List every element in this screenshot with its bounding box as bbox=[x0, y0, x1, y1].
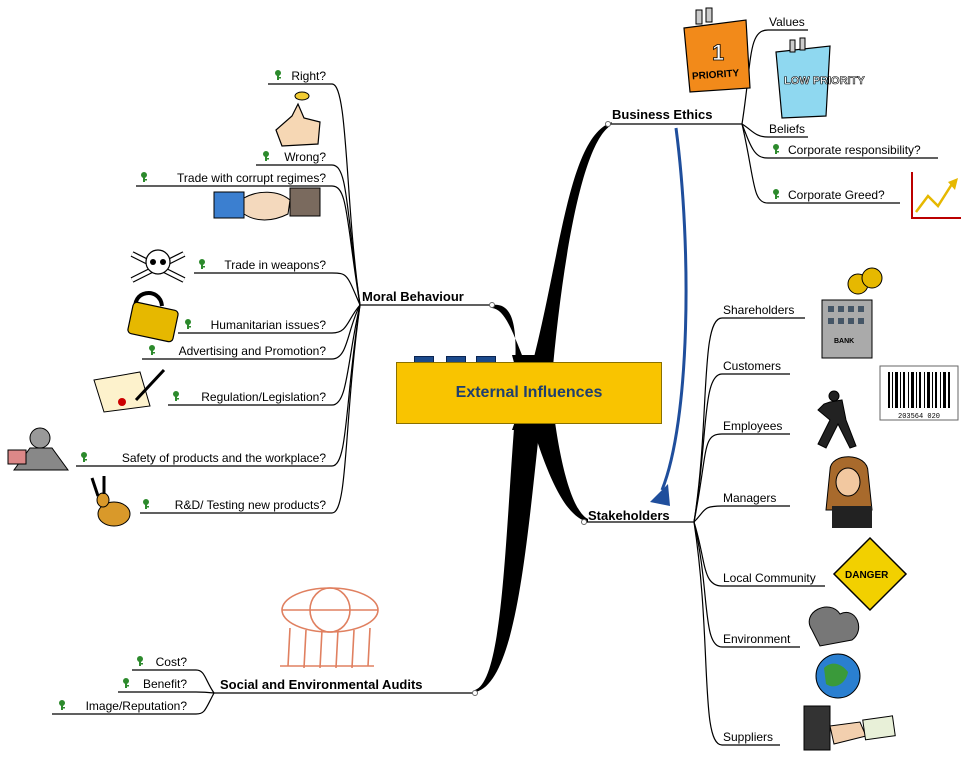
audits-lines bbox=[52, 669, 475, 715]
low-priority-sign-icon: LOW PRIORITY bbox=[775, 37, 866, 119]
rabbit-icon bbox=[90, 476, 131, 527]
people-holding-globe-icon bbox=[280, 587, 379, 669]
subtopic-employees[interactable]: Employees bbox=[723, 419, 783, 433]
subtopic-trade-corrupt-regimes[interactable]: Trade with corrupt regimes? bbox=[177, 171, 326, 185]
subtopic-corporate-responsibility[interactable]: Corporate responsibility? bbox=[788, 143, 921, 157]
thumbs-up-coin-icon bbox=[275, 91, 321, 147]
trunk-business-ethics bbox=[512, 122, 612, 430]
subtopic-regulation-legislation[interactable]: Regulation/Legislation? bbox=[201, 390, 326, 404]
branch-moral-behaviour[interactable]: Moral Behaviour bbox=[362, 289, 464, 304]
contract-pen-icon bbox=[93, 368, 166, 413]
branch-social-environmental-audits[interactable]: Social and Environmental Audits bbox=[220, 677, 423, 692]
priority-sign-text: PRIORITY bbox=[692, 68, 740, 82]
subtopic-environment[interactable]: Environment bbox=[723, 632, 791, 646]
subtopic-beliefs[interactable]: Beliefs bbox=[769, 122, 806, 136]
skull-crossbones-icon bbox=[130, 249, 186, 283]
running-man-icon bbox=[817, 390, 857, 449]
junction-dots bbox=[472, 121, 611, 696]
svg-text:1: 1 bbox=[712, 40, 724, 65]
handshake-icon bbox=[213, 187, 321, 221]
central-topic[interactable]: External Influences bbox=[396, 362, 662, 424]
subtopic-cost[interactable]: Cost? bbox=[155, 655, 187, 669]
subtopic-customers[interactable]: Customers bbox=[723, 359, 782, 373]
relationship-arrow[interactable] bbox=[660, 127, 688, 491]
padlock-icon bbox=[127, 291, 179, 343]
subtopic-safety-products-workplace[interactable]: Safety of products and the workplace? bbox=[121, 451, 326, 465]
subtopic-local-community[interactable]: Local Community bbox=[723, 571, 816, 585]
subtopic-right[interactable]: Right? bbox=[291, 69, 326, 83]
polluted-earth-icon bbox=[808, 606, 861, 699]
danger-sign-text: DANGER bbox=[845, 570, 889, 581]
subtopic-advertising-promotion[interactable]: Advertising and Promotion? bbox=[178, 344, 326, 358]
subtopic-rd-testing[interactable]: R&D/ Testing new products? bbox=[174, 498, 326, 512]
stakeholders-lines bbox=[584, 317, 825, 746]
low-priority-sign-text: LOW PRIORITY bbox=[784, 75, 865, 87]
hazmat-worker-icon bbox=[7, 427, 69, 471]
priority-1-sign-icon: 1 PRIORITY bbox=[683, 7, 751, 93]
branch-business-ethics[interactable]: Business Ethics bbox=[612, 107, 713, 122]
bank-sign-text: BANK bbox=[834, 338, 854, 345]
business-ethics-lines bbox=[608, 29, 938, 204]
moral-behaviour-lines bbox=[76, 83, 492, 514]
trunk-audits bbox=[475, 380, 545, 692]
woman-phone-icon bbox=[825, 456, 873, 528]
subtopic-corporate-greed[interactable]: Corporate Greed? bbox=[788, 188, 885, 202]
subtopic-humanitarian-issues[interactable]: Humanitarian issues? bbox=[210, 318, 326, 332]
subtopic-benefit[interactable]: Benefit? bbox=[142, 677, 187, 691]
barcode-icon: 203564 020 bbox=[879, 365, 959, 421]
subtopic-values[interactable]: Values bbox=[769, 15, 805, 29]
subtopic-managers[interactable]: Managers bbox=[723, 491, 777, 505]
subtopic-trade-weapons[interactable]: Trade in weapons? bbox=[224, 258, 326, 272]
bank-coins-icon: BANK bbox=[821, 267, 883, 359]
danger-sign-icon: DANGER bbox=[832, 536, 908, 612]
central-topic-label: External Influences bbox=[455, 384, 603, 401]
hand-money-icon bbox=[803, 705, 896, 751]
branch-stakeholders[interactable]: Stakeholders bbox=[588, 508, 670, 523]
relationship-arrowhead bbox=[650, 484, 670, 506]
subtopic-wrong[interactable]: Wrong? bbox=[284, 150, 326, 164]
barcode-number: 203564 020 bbox=[898, 413, 940, 421]
subtopic-shareholders[interactable]: Shareholders bbox=[723, 303, 795, 317]
subtopic-suppliers[interactable]: Suppliers bbox=[723, 730, 774, 744]
rising-chart-icon bbox=[911, 172, 961, 219]
subtopic-image-reputation[interactable]: Image/Reputation? bbox=[85, 699, 187, 713]
